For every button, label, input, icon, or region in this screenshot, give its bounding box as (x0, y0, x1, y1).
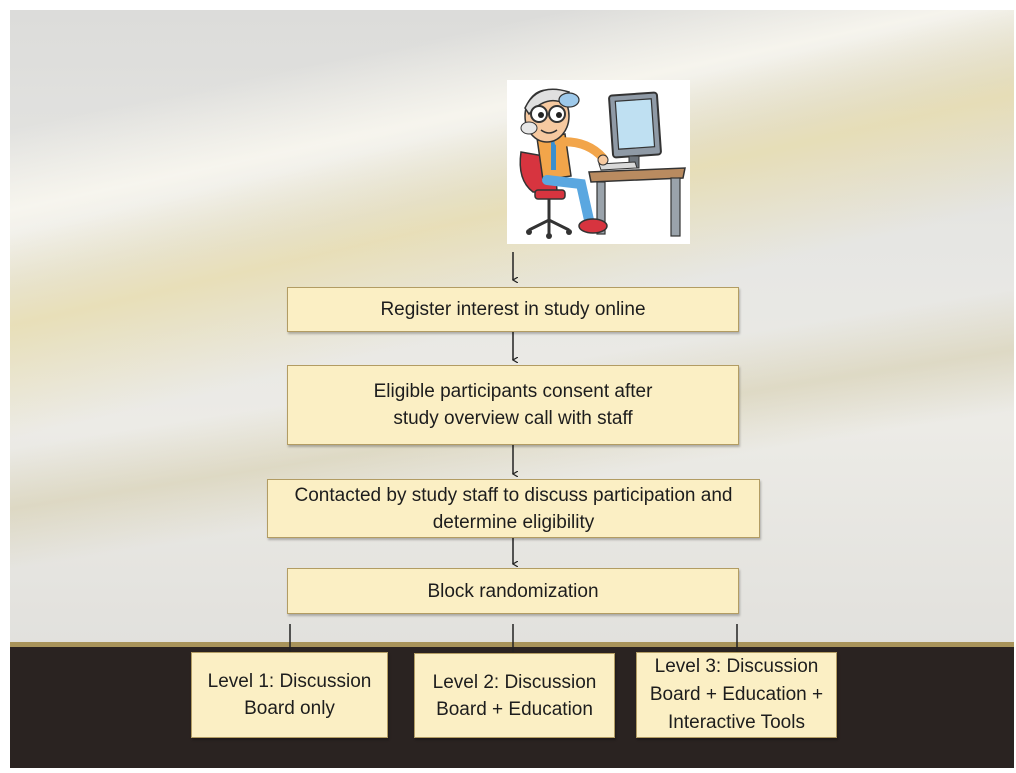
person-at-computer-icon (507, 80, 690, 244)
step-register: Register interest in study online (287, 287, 739, 332)
slide: Register interest in study online Eligib… (10, 10, 1014, 768)
level-2-box: Level 2: Discussion Board + Education (414, 653, 615, 738)
level-1-box: Level 1: Discussion Board only (191, 652, 388, 738)
step-randomization: Block randomization (287, 568, 739, 614)
step-contacted: Contacted by study staff to discuss part… (267, 479, 760, 538)
step-consent: Eligible participants consent after stud… (287, 365, 739, 445)
level-3-box: Level 3: Discussion Board + Education + … (636, 652, 837, 738)
